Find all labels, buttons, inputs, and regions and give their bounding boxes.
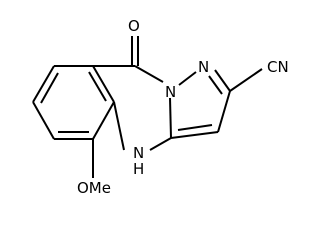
- bond-c8-c7-inner: [40, 72, 59, 104]
- pyrimidine-ring: [93, 36, 172, 151]
- benzene-ring: [32, 65, 115, 140]
- bond-n2-c2-double: [208, 75, 223, 95]
- bond-c7-c6: [32, 101, 55, 140]
- bond-n1-n2: [178, 71, 197, 86]
- nitrogen-label-n2: N: [198, 58, 209, 76]
- pyrazole-ring: [170, 69, 231, 139]
- bond-c3a-n4: [149, 137, 172, 151]
- nh-hydrogen-label: H: [133, 160, 144, 178]
- bond-n2-c2: [214, 69, 231, 92]
- bond-c2-cn: [229, 68, 263, 92]
- bond-c4a-c8a-inner: [88, 71, 107, 102]
- bond-c8-c7: [32, 65, 55, 103]
- bond-c9-n1: [134, 65, 164, 83]
- bond-n1-c3a: [169, 97, 172, 139]
- bond-c2-c3: [217, 90, 231, 133]
- methoxy-label: OMe: [77, 179, 111, 197]
- bond-n4-c4a: [113, 101, 125, 151]
- bond-c4a-c8a: [92, 65, 115, 103]
- bond-c3-c3a-inner: [177, 124, 213, 131]
- nitrile-label: CN: [267, 58, 289, 76]
- bond-c5-c4a: [92, 101, 115, 140]
- oxygen-label: O: [128, 17, 140, 35]
- bond-c3-c3a: [170, 131, 219, 139]
- chemical-structure: O N N CN N H OMe: [32, 17, 289, 197]
- nh-nitrogen-label: N: [133, 144, 144, 162]
- nitrogen-label-n1: N: [165, 83, 176, 101]
